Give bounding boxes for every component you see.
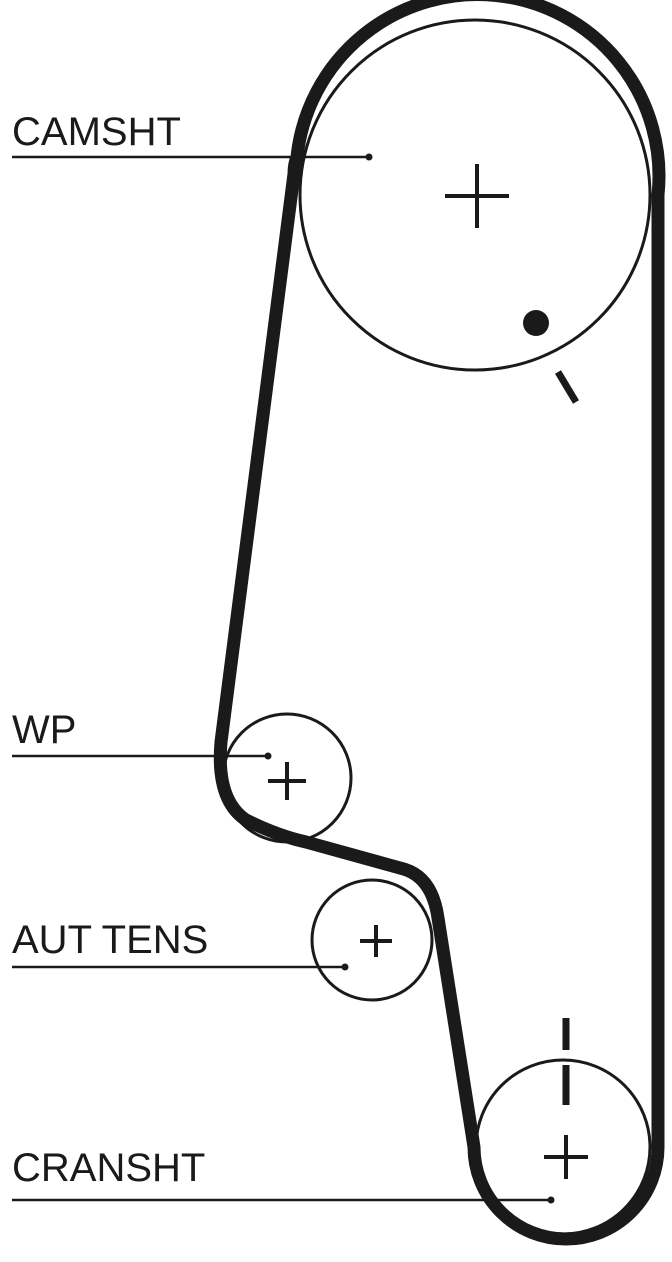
crankshaft-label: CRANSHT bbox=[12, 1146, 205, 1190]
water-pump-center-mark bbox=[268, 762, 306, 800]
camshaft-pulley-circle bbox=[298, 18, 652, 372]
water-pump-label: WP bbox=[12, 708, 76, 752]
camshaft-center-mark bbox=[445, 164, 509, 228]
auto-tensioner-pulley-circle bbox=[310, 878, 434, 1002]
camshaft-pulley bbox=[298, 18, 652, 404]
camshaft-timing-mark bbox=[554, 370, 580, 404]
crankshaft-pulley bbox=[474, 1018, 652, 1236]
camshaft-label: CAMSHT bbox=[12, 110, 181, 154]
auto-tensioner-label: AUT TENS bbox=[12, 918, 208, 962]
leader-dots bbox=[264, 153, 555, 1204]
crankshaft-leader-dot bbox=[547, 1196, 555, 1204]
camshaft-timing-dot bbox=[523, 310, 549, 336]
auto-tensioner-leader-dot bbox=[341, 963, 349, 971]
auto-tensioner-pulley bbox=[310, 878, 434, 1002]
auto-tensioner-center-mark bbox=[360, 925, 392, 957]
camshaft-leader-dot bbox=[365, 153, 373, 161]
leader-lines bbox=[12, 155, 551, 1202]
crankshaft-center-mark bbox=[544, 1135, 588, 1179]
water-pump-leader-dot bbox=[264, 752, 272, 760]
timing-belt bbox=[213, 0, 666, 1246]
